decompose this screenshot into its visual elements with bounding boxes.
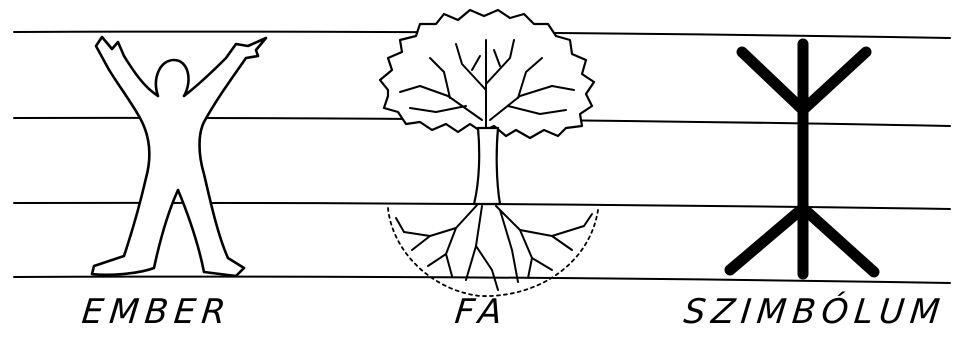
rune-lower-left <box>730 208 803 270</box>
rune-upper-right <box>803 52 866 110</box>
tree-figure <box>380 10 598 296</box>
line-4 <box>14 277 950 283</box>
rune-symbol <box>730 44 874 274</box>
human-figure <box>92 37 266 276</box>
label-tree: FA <box>453 292 510 332</box>
tree-trunk <box>474 128 500 204</box>
rune-upper-left <box>742 52 803 110</box>
label-symbol: SZIMBÓLUM <box>682 292 948 332</box>
tree-root-outline <box>388 208 598 296</box>
label-human: EMBER <box>80 292 233 332</box>
rune-lower-right <box>803 208 874 272</box>
